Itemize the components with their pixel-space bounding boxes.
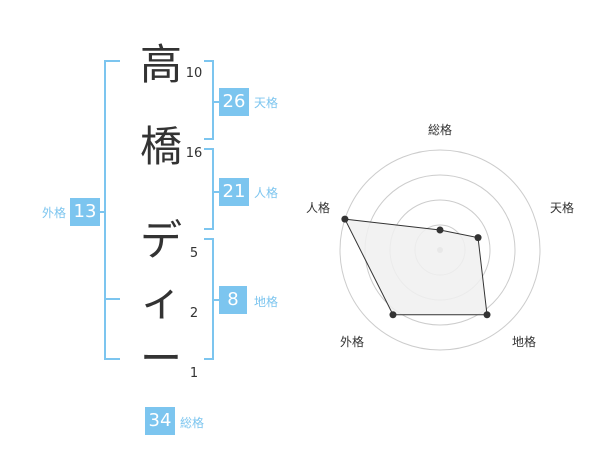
jinkaku-value-badge: 21: [219, 178, 249, 206]
radar-axis-label-chikaku: 地格: [512, 335, 537, 349]
jinkaku-bracket-top: [204, 148, 214, 150]
chikaku-bracket-vertical: [212, 238, 214, 360]
radar-point-2: [474, 234, 482, 242]
tenkaku-bracket-top: [204, 60, 214, 62]
radar-point-5: [341, 215, 349, 223]
name-char-3: デ: [139, 216, 182, 265]
tenkaku-bracket-vertical: [212, 60, 214, 140]
gaikaku-label: 外格: [42, 206, 67, 220]
radar-point-3: [483, 311, 491, 319]
jinkaku-label: 人格: [254, 186, 279, 200]
gaikaku-value-badge: 13: [70, 198, 100, 226]
chikaku-connector: [214, 299, 220, 301]
tenkaku-value-badge: 26: [219, 88, 249, 116]
chikaku-label: 地格: [254, 295, 279, 309]
stroke-count-1: 10: [185, 66, 203, 81]
name-char-1: 高: [139, 40, 182, 89]
name-char-2: 橋: [139, 122, 182, 171]
chikaku-bracket-bottom: [204, 358, 214, 360]
radar-ring: [339, 149, 541, 351]
jinkaku-connector: [214, 191, 220, 193]
chikaku-value-badge: 8: [219, 286, 247, 314]
gaikaku-bracket-top: [104, 60, 120, 62]
radar-axis-label-jinkaku: 人格: [306, 201, 331, 215]
radar-axis-label-tenkaku: 天格: [550, 201, 575, 215]
tenkaku-connector: [214, 101, 220, 103]
name-char-5: ー: [139, 334, 182, 383]
jinkaku-bracket-vertical: [212, 148, 214, 230]
stroke-count-4: 2: [189, 306, 199, 321]
gaikaku-bracket-mid: [104, 298, 120, 300]
jinkaku-bracket-bottom: [204, 228, 214, 230]
radar-axis-label-soukaku: 総格: [428, 123, 453, 137]
radar-axis-label-gaikaku: 外格: [340, 335, 365, 349]
stroke-count-3: 5: [189, 246, 199, 261]
radar-series-polygon: [344, 218, 488, 316]
name-char-4: ィ: [139, 276, 182, 325]
gaikaku-bracket-bottom: [104, 358, 120, 360]
tenkaku-bracket-bottom: [204, 138, 214, 140]
soukaku-value-badge: 34: [145, 407, 175, 435]
stroke-count-5: 1: [189, 366, 199, 381]
radar-point-1: [436, 226, 444, 234]
stroke-count-2: 16: [185, 146, 203, 161]
gaikaku-bracket-vertical: [104, 60, 106, 360]
tenkaku-label: 天格: [254, 96, 279, 110]
soukaku-label: 総格: [180, 416, 205, 430]
radar-point-4: [389, 311, 397, 319]
chikaku-bracket-top: [204, 238, 214, 240]
